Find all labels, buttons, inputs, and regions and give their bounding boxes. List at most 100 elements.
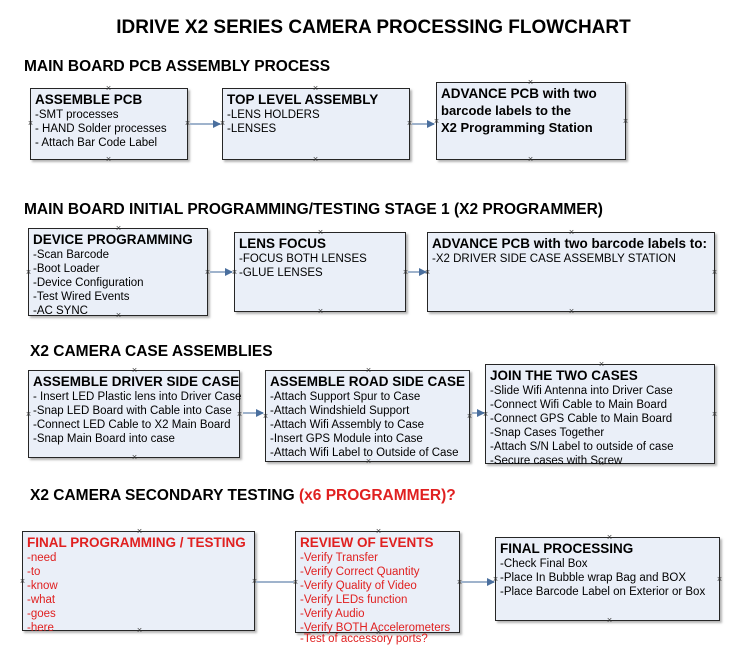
- node-assemble-driver-side-case[interactable]: ASSEMBLE DRIVER SIDE CASE - Insert LED P…: [25, 367, 243, 461]
- node-top-level-assembly[interactable]: TOP LEVEL ASSEMBLY -LENS HOLDERS -LENSES: [222, 88, 410, 160]
- node-overflow-line: -Test of accessory ports?: [300, 633, 428, 645]
- node-final-programming-testing[interactable]: FINAL PROGRAMMING / TESTING -need -to -k…: [19, 528, 255, 634]
- node-advance-pcb-to-driver-side-case-assembly[interactable]: ADVANCE PCB with two barcode labels to: …: [427, 232, 715, 312]
- node-line: -Place In Bubble wrap Bag and BOX: [500, 572, 687, 584]
- resize-handle-left[interactable]: [27, 120, 34, 127]
- arrowhead-icon: [477, 409, 485, 417]
- node-line: -need: [27, 552, 57, 564]
- resize-handle-top[interactable]: [136, 528, 143, 535]
- resize-handle-right[interactable]: [236, 411, 243, 418]
- node-line: -Verify Audio: [300, 608, 365, 620]
- node-advance-pcb-to-x2-programming-station[interactable]: ADVANCE PCB with two barcode labels to t…: [436, 82, 626, 160]
- node-join-the-two-cases[interactable]: JOIN THE TWO CASES -Slide Wifi Antenna i…: [485, 361, 718, 467]
- node-line: -goes: [27, 608, 56, 620]
- section-heading-text: X2 CAMERA CASE ASSEMBLIES: [30, 343, 273, 360]
- node-line: -Attach Wifi Assembly to Case: [270, 419, 425, 431]
- resize-handle-right[interactable]: [622, 118, 629, 125]
- node-line: -Slide Wifi Antenna into Driver Case: [490, 385, 673, 397]
- node-header: ASSEMBLE ROAD SIDE CASE: [270, 374, 466, 389]
- arrowhead-icon: [487, 578, 495, 586]
- node-line: -Test Wired Events: [33, 291, 130, 303]
- node-line: -Snap Cases Together: [490, 427, 605, 439]
- node-line: -Verify Correct Quantity: [300, 566, 420, 578]
- resize-handle-top[interactable]: [568, 229, 575, 236]
- resize-handle-bottom[interactable]: [527, 156, 534, 163]
- resize-handle-right[interactable]: [711, 411, 718, 418]
- resize-handle-left[interactable]: [25, 269, 32, 276]
- section-heading-x2-camera-case-assemblies: X2 CAMERA CASE ASSEMBLIES: [30, 343, 273, 361]
- resize-handle-bottom[interactable]: [606, 617, 613, 624]
- node-line: -SMT processes: [35, 109, 119, 121]
- node-header: TOP LEVEL ASSEMBLY: [227, 92, 379, 107]
- connector-top-level-assembly-to-advance-pcb[interactable]: [412, 120, 435, 128]
- node-header: LENS FOCUS: [239, 236, 327, 251]
- node-line: -AC SYNC: [33, 305, 88, 317]
- connector-lens-focus-to-advance-pcb[interactable]: [408, 268, 427, 276]
- page-title: IDRIVE X2 SERIES CAMERA PROCESSING FLOWC…: [116, 17, 631, 38]
- node-line: -Snap LED Board with Cable into Case: [33, 405, 232, 417]
- resize-handle-top[interactable]: [131, 367, 138, 374]
- node-line: -what: [27, 594, 56, 606]
- node-line: -here: [27, 622, 54, 634]
- node-line: -FOCUS BOTH LENSES: [239, 253, 367, 265]
- node-assemble-road-side-case[interactable]: ASSEMBLE ROAD SIDE CASE -Attach Support …: [265, 370, 470, 462]
- arrowhead-icon: [427, 120, 435, 128]
- node-line: -Device Configuration: [33, 277, 144, 289]
- node-line: -Check Final Box: [500, 558, 588, 570]
- node-line: -Insert GPS Module into Case: [270, 433, 423, 445]
- node-header: REVIEW OF EVENTS: [300, 535, 434, 550]
- node-line: -Verify Transfer: [300, 552, 378, 564]
- resize-handle-top[interactable]: [105, 85, 112, 92]
- resize-handle-left[interactable]: [19, 578, 26, 585]
- resize-handle-top[interactable]: [375, 528, 382, 535]
- node-line: -Attach Windshield Support: [270, 405, 410, 417]
- node-line: -to: [27, 566, 41, 578]
- node-line: -Verify LEDs function: [300, 594, 408, 606]
- node-line: -Snap Main Board into case: [33, 433, 175, 445]
- section-heading-main-board-pcb-assembly-process: MAIN BOARD PCB ASSEMBLY PROCESS: [24, 58, 330, 76]
- resize-handle-top[interactable]: [598, 361, 605, 368]
- resize-handle-bottom[interactable]: [568, 308, 575, 315]
- arrowhead-icon: [419, 268, 427, 276]
- resize-handle-left[interactable]: [25, 411, 32, 418]
- connector-device-programming-to-lens-focus[interactable]: [210, 268, 233, 276]
- node-line: -Verify Quality of Video: [300, 580, 417, 592]
- node-line: -LENSES: [227, 123, 277, 135]
- node-assemble-pcb[interactable]: ASSEMBLE PCB -SMT processes - HAND Solde…: [30, 88, 188, 160]
- resize-handle-top[interactable]: [115, 225, 122, 232]
- node-device-programming[interactable]: DEVICE PROGRAMMING -Scan Barcode -Boot L…: [25, 225, 208, 317]
- resize-handle-top[interactable]: [527, 79, 534, 86]
- connector-review-of-events-to-final-processing[interactable]: [461, 578, 495, 586]
- node-line: -LENS HOLDERS: [227, 109, 320, 121]
- node-final-processing[interactable]: FINAL PROCESSING -Check Final Box -Place…: [495, 537, 720, 621]
- arrowhead-icon: [225, 268, 233, 276]
- resize-handle-right[interactable]: [711, 269, 718, 276]
- resize-handle-bottom[interactable]: [131, 454, 138, 461]
- node-line: -X2 DRIVER SIDE CASE ASSEMBLY STATION: [432, 253, 676, 265]
- section-heading-text: MAIN BOARD INITIAL PROGRAMMING/TESTING S…: [24, 201, 603, 218]
- resize-handle-bottom[interactable]: [312, 156, 319, 163]
- arrowhead-icon: [256, 409, 264, 417]
- section-heading-main-board-initial-programming: MAIN BOARD INITIAL PROGRAMMING/TESTING S…: [24, 201, 603, 219]
- node-line: -Scan Barcode: [33, 249, 110, 261]
- connector-road-side-to-join-two-cases[interactable]: [472, 409, 485, 417]
- connector-final-programming-to-review-of-events[interactable]: [256, 581, 294, 583]
- node-header: ADVANCE PCB with two barcode labels to:: [432, 236, 708, 251]
- node-lens-focus[interactable]: LENS FOCUS -FOCUS BOTH LENSES -GLUE LENS…: [234, 232, 406, 312]
- section-heading-x2-camera-secondary-testing: X2 CAMERA SECONDARY TESTING (x6 PROGRAMM…: [30, 487, 456, 505]
- connector-driver-side-to-road-side[interactable]: [243, 409, 264, 417]
- resize-handle-right[interactable]: [716, 576, 723, 583]
- connector-assemble-pcb-to-top-level-assembly[interactable]: [190, 120, 221, 128]
- resize-handle-top[interactable]: [312, 85, 319, 92]
- resize-handle-top[interactable]: [606, 534, 613, 541]
- node-line: barcode labels to the: [441, 103, 572, 118]
- node-line: -Place Barcode Label on Exterior or Box: [500, 586, 706, 598]
- resize-handle-top[interactable]: [317, 229, 324, 236]
- node-review-of-events[interactable]: REVIEW OF EVENTS -Verify Transfer -Verif…: [295, 528, 460, 645]
- resize-handle-bottom[interactable]: [105, 156, 112, 163]
- resize-handle-right[interactable]: [466, 413, 473, 420]
- node-line: -Attach Support Spur to Case: [270, 391, 421, 403]
- resize-handle-bottom[interactable]: [317, 308, 324, 315]
- resize-handle-top[interactable]: [365, 367, 372, 374]
